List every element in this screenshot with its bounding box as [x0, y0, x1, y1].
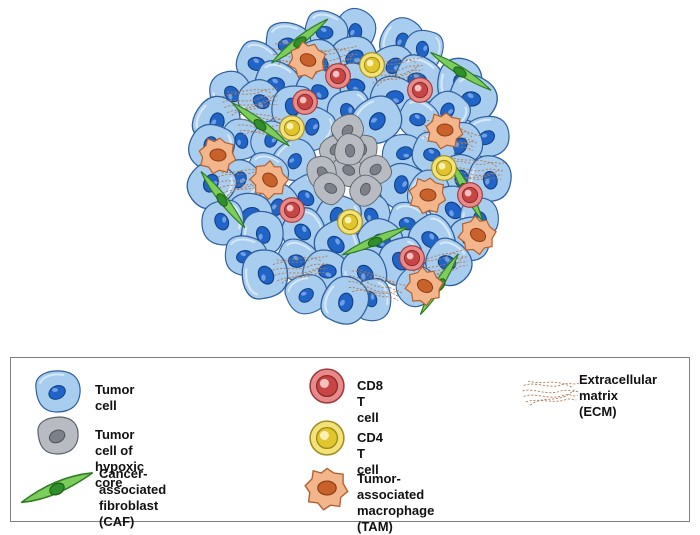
- tumor-cell: [239, 247, 290, 301]
- cd4-t-cell: [431, 155, 457, 181]
- legend-tumor-cell-label: Tumor cell: [95, 382, 135, 413]
- macrophage-icon: [304, 467, 349, 511]
- tumor-cell-icon: [34, 369, 82, 413]
- cd8-t-cell: [399, 245, 425, 271]
- cd4-t-cell: [279, 115, 305, 141]
- ecm-fibers-icon: [522, 380, 580, 406]
- legend-box: Tumor cell Tumor cell of hypoxic core Ca…: [10, 357, 690, 534]
- cd8-t-cell: [325, 63, 351, 89]
- cd8-t-cell-icon: [309, 368, 345, 404]
- fibroblast-icon: [20, 471, 94, 504]
- legend-cd8-label: CD8 T cell: [357, 378, 384, 425]
- hypoxic-tumor-cell-icon: [37, 416, 79, 455]
- legend-hypoxic-tumor-cell-label: Tumor cell of hypoxic core: [95, 427, 145, 490]
- cd8-t-cell: [407, 77, 433, 103]
- cd4-t-cell: [337, 209, 363, 235]
- tumor-spheroid-illustration: [177, 1, 518, 335]
- cd8-t-cell: [279, 197, 305, 223]
- cd4-t-cell: [359, 52, 385, 78]
- cd8-t-cell: [292, 89, 318, 115]
- legend-caf-label: Cancer-associated fibroblast (CAF): [99, 466, 167, 529]
- cd8-t-cell: [457, 182, 483, 208]
- spheroid-cells: [177, 1, 518, 335]
- cd4-t-cell-icon: [309, 420, 345, 456]
- legend-tam-label: Tumor-associated macrophage (TAM): [357, 471, 435, 534]
- legend-ecm-label: Extracellular matrix (ECM): [579, 372, 658, 419]
- legend-cd4-label: CD4 T cell: [357, 430, 384, 477]
